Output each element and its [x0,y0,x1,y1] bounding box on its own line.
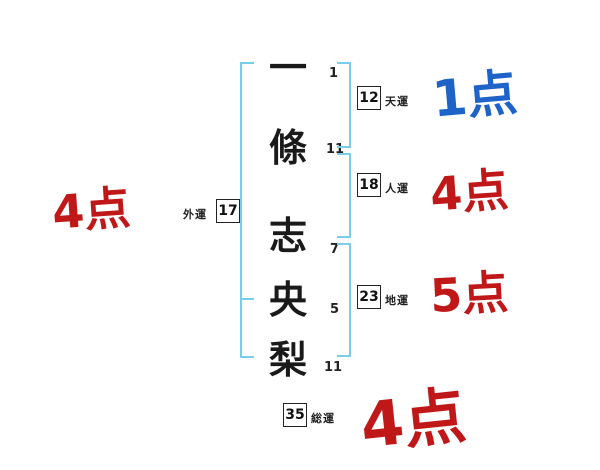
earth-fortune-value: 23 [357,285,381,309]
person-bracket-line [349,153,351,238]
stroke-count-1: 1 [329,66,339,81]
earth-score: 5点 [428,264,510,324]
earth-bracket-tick-top [337,243,351,245]
stroke-count-4: 5 [330,302,340,317]
total-score: 4点 [357,378,470,463]
earth-bracket-line [349,243,351,357]
earth-fortune-label: 地運 [385,294,409,307]
person-fortune-value: 18 [357,173,381,197]
name-char-2: 條 [268,126,307,170]
name-char-4: 央 [268,278,307,322]
outer-bracket-tick-top [240,62,254,64]
outer-bracket-line [240,62,242,358]
stroke-count-5: 11 [324,360,343,375]
heaven-bracket-tick-top [337,62,351,64]
earth-bracket-tick-bottom [337,355,351,357]
outer-fortune-value: 17 [216,199,240,223]
heaven-bracket-tick-bottom [337,146,351,148]
heaven-fortune-label: 天運 [385,95,409,108]
outer-bracket-tick-bottom [240,356,254,358]
total-fortune-value: 35 [283,403,307,427]
name-char-3: 志 [268,214,307,258]
outer-score: 4点 [50,180,133,240]
outer-fortune-label: 外運 [183,208,207,221]
person-fortune-label: 人運 [385,182,409,195]
name-char-5: 梨 [268,338,307,382]
name-char-1: 一 [268,46,307,90]
stroke-count-3: 7 [330,242,340,257]
outer-bracket-tick-mid [240,298,254,300]
heaven-score: 1点 [429,63,520,129]
heaven-bracket-line [349,62,351,148]
person-bracket-tick-top [337,153,351,155]
heaven-fortune-value: 12 [357,86,381,110]
total-fortune-label: 総運 [311,412,335,425]
person-score: 4点 [428,162,511,222]
person-bracket-tick-bottom [337,236,351,238]
